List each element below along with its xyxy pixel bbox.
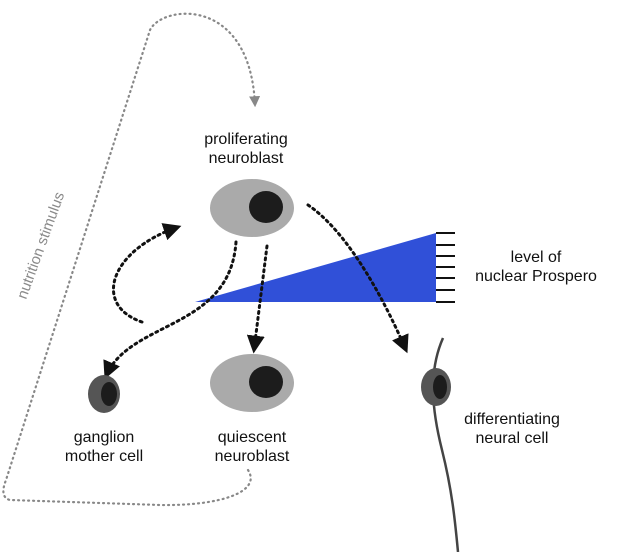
prospero-label-line2: nuclear Prospero	[475, 268, 597, 285]
prospero-level-wedge	[195, 233, 436, 302]
quiescent-neuroblast-cell	[210, 354, 294, 412]
proliferating-neuroblast-cell	[210, 179, 294, 237]
arrow-to-proliferating	[112, 223, 182, 324]
prospero-label-line1: level of	[511, 249, 562, 266]
differentiating-neural-cell	[421, 337, 460, 552]
proliferating-label-line2: neuroblast	[209, 150, 284, 167]
nutrition-stimulus-label: nutrition stimulus	[14, 190, 68, 302]
prospero-scale-ticks	[436, 232, 455, 303]
arrow-to-quiescent	[246, 244, 269, 354]
proliferating-label-line1: proliferating	[204, 131, 288, 148]
quiescent-nucleus	[249, 366, 283, 398]
ganglion-nucleus	[101, 382, 117, 406]
differentiating-label-line2: neural cell	[476, 430, 549, 447]
quiescent-label-line1: quiescent	[218, 429, 287, 446]
arrow-to-differentiating	[306, 203, 409, 354]
nutrition-stimulus-loop	[2, 12, 261, 507]
arrow-to-ganglion	[103, 240, 238, 380]
ganglion-label-line2: mother cell	[65, 448, 143, 465]
ganglion-label-line1: ganglion	[74, 429, 135, 446]
ganglion-mother-cell	[88, 375, 120, 413]
differentiating-nucleus	[433, 375, 447, 399]
quiescent-label-line2: neuroblast	[215, 448, 290, 465]
proliferating-nucleus	[249, 191, 283, 223]
differentiating-label-line1: differentiating	[464, 411, 560, 428]
